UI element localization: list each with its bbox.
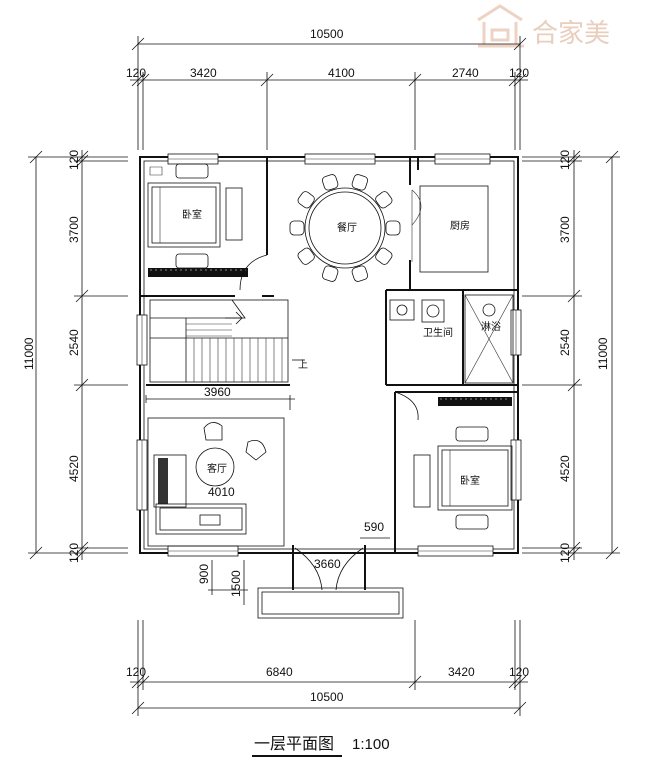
watermark-brand-text: 合家美 — [532, 19, 610, 49]
dining-chair — [321, 174, 339, 191]
kitchen-area: 厨房 — [411, 185, 489, 273]
exterior-walls — [136, 153, 522, 557]
dim-inner-1500: 1500 — [229, 570, 243, 597]
dim-bottom-wall-left: 120 — [126, 665, 146, 679]
bathroom-label: 卫生间 — [423, 326, 453, 339]
right-dimension-lines — [522, 150, 620, 560]
dining-chair — [375, 191, 393, 209]
dim-left-seg2: 2540 — [67, 329, 81, 356]
dining-label: 餐厅 — [337, 221, 357, 234]
dim-left-seg3: 4520 — [67, 455, 81, 482]
dining-chair — [375, 247, 393, 265]
dim-inner-900: 900 — [197, 564, 211, 584]
dining-chair — [297, 247, 315, 265]
dim-bottom-wall-right: 120 — [509, 665, 529, 679]
bottom-dimension-lines — [130, 620, 528, 716]
staircase: 上 3960 — [145, 299, 308, 410]
dim-left-wall-top: 120 — [67, 150, 81, 170]
dim-right-total: 11000 — [596, 337, 610, 370]
bedroom-2-furniture: 卧室 — [394, 391, 513, 530]
living-room-furniture: 客厅 4010 — [147, 417, 285, 547]
dining-chair — [385, 220, 401, 236]
dim-top-seg3: 2740 — [452, 66, 479, 80]
dim-top-wall-right: 120 — [509, 66, 529, 80]
dim-left-wall-bottom: 120 — [67, 543, 81, 563]
bedroom-1-label: 卧室 — [182, 208, 202, 221]
dim-inner-entry-3660: 3660 — [314, 557, 341, 571]
dining-chair — [289, 220, 305, 236]
plan-scale: 1:100 — [352, 736, 390, 753]
dim-bottom-seg1: 6840 — [266, 665, 293, 679]
dining-chair — [321, 265, 339, 282]
dining-table: 餐厅 — [289, 174, 401, 282]
watermark-logo: 合家美 — [477, 4, 610, 49]
dining-chair — [351, 174, 369, 191]
dim-left-seg1: 3700 — [67, 216, 81, 243]
dim-right-wall-top: 120 — [558, 150, 572, 170]
kitchen-label: 厨房 — [450, 219, 470, 232]
left-dimension-lines — [28, 150, 128, 560]
bathroom-fixtures: 卫生间 淋浴 — [389, 294, 514, 384]
entrance: 590 3660 900 1500 — [197, 520, 404, 619]
top-dimension-lines — [130, 36, 528, 150]
dim-top-seg1: 3420 — [190, 66, 217, 80]
bedroom-1-furniture: 卧室 — [147, 163, 268, 291]
dim-right-wall-bottom: 120 — [558, 543, 572, 563]
dim-top-seg2: 4100 — [328, 66, 355, 80]
living-label: 客厅 — [207, 462, 227, 475]
dim-top-total: 10500 — [310, 27, 344, 41]
dim-inner-door-590: 590 — [364, 520, 384, 534]
plan-title: 一层平面图 — [254, 734, 334, 753]
interior-walls — [140, 157, 518, 553]
dim-right-seg3: 4520 — [558, 455, 572, 482]
bedroom-2-label: 卧室 — [460, 474, 480, 487]
dim-bottom-seg2: 3420 — [448, 665, 475, 679]
stair-up-label: 上 — [298, 359, 308, 371]
dining-chair — [351, 265, 369, 282]
dim-bottom-total: 10500 — [310, 690, 344, 704]
dim-inner-living-width: 4010 — [208, 485, 235, 499]
dim-top-wall-left: 120 — [126, 66, 146, 80]
dim-right-seg2: 2540 — [558, 329, 572, 356]
dining-chair — [297, 191, 315, 209]
shower-label: 淋浴 — [481, 320, 501, 333]
dim-inner-stair-width: 3960 — [204, 385, 231, 399]
dim-left-total: 11000 — [22, 337, 36, 370]
dim-right-seg1: 3700 — [558, 216, 572, 243]
